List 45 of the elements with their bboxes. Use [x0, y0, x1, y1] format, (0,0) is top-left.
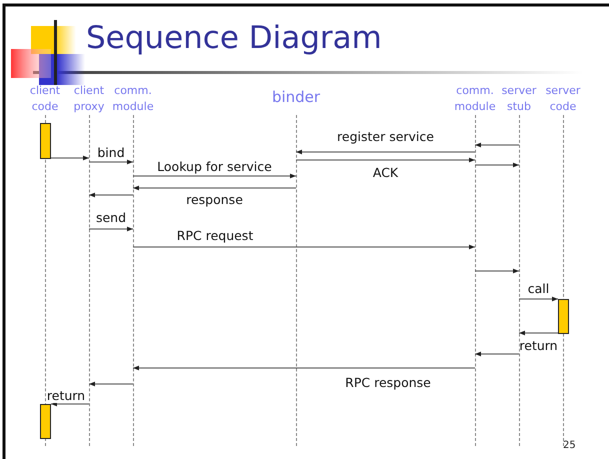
message-arrow [474, 268, 520, 274]
message-arrow [296, 150, 476, 154]
message-arrow [132, 174, 296, 178]
message-arrow [132, 244, 476, 250]
edge-label: RPC request [176, 228, 254, 243]
edge-label: register service [337, 129, 434, 144]
lifeline-header: server stub [500, 83, 538, 115]
lifeline-header: client code [28, 83, 62, 115]
lifeline-header: comm. module [453, 83, 497, 115]
page-number: 25 [563, 440, 576, 451]
message-arrow [88, 226, 134, 232]
message-arrow [88, 192, 134, 198]
edge-label: RPC response [345, 375, 431, 390]
message-arrow [474, 142, 520, 148]
lifeline-header: client proxy [72, 83, 106, 115]
lifeline-header: server code [544, 83, 582, 115]
lifeline [296, 115, 297, 446]
activation-bar [558, 299, 569, 334]
edge-label: ACK [372, 165, 398, 180]
activation-bar [40, 404, 51, 439]
lifeline-header: binder [270, 89, 322, 105]
edge-label: send [96, 210, 126, 225]
message-arrow [518, 330, 558, 336]
message-arrow [88, 160, 134, 164]
message-arrow [474, 162, 520, 168]
message-arrow [50, 156, 90, 160]
edge-label: call [528, 281, 550, 296]
message-arrow [88, 382, 134, 386]
message-arrow [296, 158, 476, 162]
message-arrow [132, 186, 296, 190]
lifeline [519, 115, 520, 446]
edge-label: return [46, 388, 86, 403]
message-arrow [474, 352, 520, 356]
lifeline [89, 115, 90, 446]
edge-label: bind [97, 145, 125, 160]
slide-title: Sequence Diagram [86, 19, 382, 58]
lifeline [475, 115, 476, 446]
lifeline [133, 115, 134, 446]
message-arrow [50, 402, 90, 406]
message-arrow [132, 366, 476, 370]
activation-bar [40, 123, 51, 159]
edge-label: Lookup for service [157, 159, 272, 174]
lifeline-header: comm. module [111, 83, 155, 115]
message-arrow [518, 296, 558, 302]
edge-label: return [519, 338, 558, 353]
